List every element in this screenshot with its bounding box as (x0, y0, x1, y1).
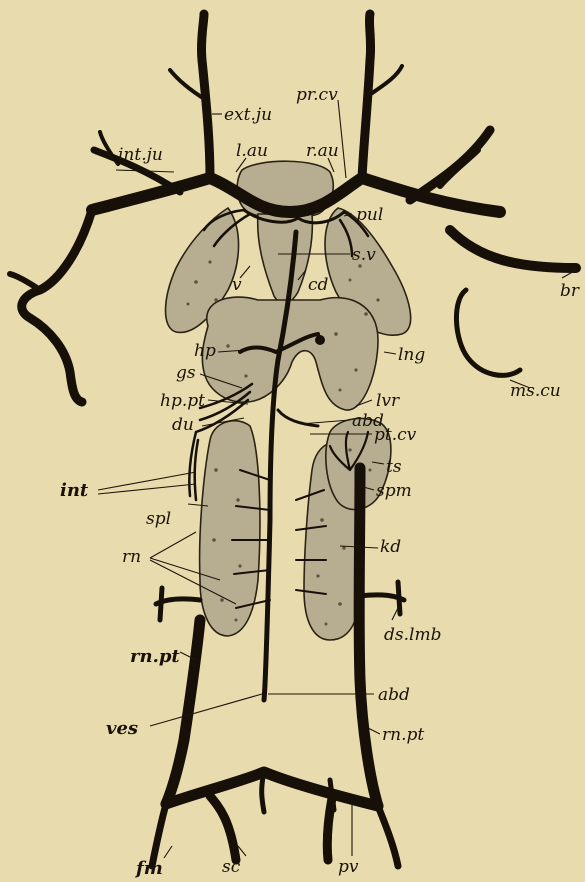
label-int: int (60, 480, 89, 501)
vein-iliac-arch (166, 772, 378, 806)
vein-iliac-arch-lower (210, 796, 332, 860)
label-int-ju: int.ju (118, 145, 163, 165)
label-r-au: r.au (306, 141, 339, 161)
label-ts: ts (386, 457, 402, 477)
label-ves: ves (106, 718, 138, 739)
label-kd: kd (380, 537, 401, 557)
label-pv: pv (338, 857, 359, 877)
sinus-venosus (258, 214, 313, 303)
vein-branchial-right (450, 230, 576, 268)
vein-arm-right-up (440, 150, 478, 186)
label-spl: spl (146, 509, 171, 529)
label-rn: rn (122, 547, 141, 567)
label-cd: cd (308, 275, 329, 295)
liver (202, 297, 378, 410)
label-rn-pt-left: rn.pt (130, 646, 180, 667)
label-lvr: lvr (376, 391, 400, 411)
label-br: br (560, 281, 580, 301)
label-l-au: l.au (236, 141, 268, 161)
vein-arm-left-tip (10, 274, 40, 290)
label-v: v (232, 275, 242, 295)
label-hp-pt: hp.pt (160, 391, 205, 411)
label-sc: sc (222, 857, 241, 877)
label-abd-2: abd (378, 685, 410, 705)
label-pt-cv: pt.cv (374, 425, 417, 445)
label-s-v: s.v (352, 245, 376, 265)
label-ds-lmb: ds.lmb (384, 625, 441, 645)
label-pr-cv: pr.cv (296, 85, 338, 105)
label-spm: spm (376, 481, 412, 501)
label-gs: gs (176, 363, 196, 383)
label-rn-pt-right: rn.pt (382, 725, 424, 745)
label-fm: fm (134, 858, 163, 879)
vein-arm-right (410, 130, 490, 200)
vein-femoral-left (152, 804, 166, 866)
label-lng: lng (398, 345, 425, 365)
vein-dorso-lumbar-l (156, 588, 200, 620)
veins (10, 14, 576, 866)
label-ms-cu: ms.cu (510, 381, 561, 401)
label-pul: pul (356, 205, 383, 225)
vein-musculo-cutaneous (456, 290, 520, 375)
vein-intestinal (189, 432, 198, 500)
vein-abdominal-upper (278, 410, 318, 426)
vein-arm-left (22, 210, 92, 402)
vein-femoral-right (378, 806, 398, 866)
gall-bladder (315, 335, 325, 345)
label-ext-ju: ext.ju (224, 105, 272, 125)
label-hp: hp (194, 341, 216, 361)
vein-renal-portal-right (359, 468, 378, 806)
label-du: du (172, 415, 194, 435)
